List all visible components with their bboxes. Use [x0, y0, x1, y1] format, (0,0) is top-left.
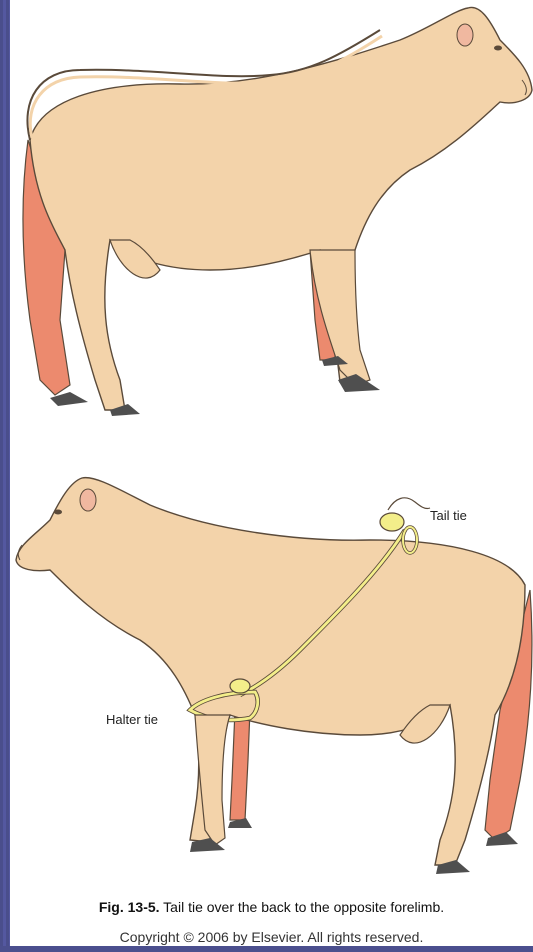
figure-caption: Fig. 13-5. Tail tie over the back to the… — [10, 892, 533, 952]
caption-main: Fig. 13-5. Tail tie over the back to the… — [10, 892, 533, 922]
figure-reference: Fig. 13-5. — [99, 899, 160, 915]
copyright-notice: Copyright © 2006 by Elsevier. All rights… — [10, 922, 533, 952]
caption-text: Tail tie over the back to the opposite f… — [160, 899, 445, 915]
tail-tie-label: Tail tie — [430, 508, 467, 523]
cow-with-tail-tied-to-forelimb-icon — [10, 460, 533, 880]
halter-tie-label: Halter tie — [106, 712, 158, 727]
cow-with-tail-over-back-icon — [10, 0, 533, 430]
figure-panel: Tail tie Halter tie Fig. 13-5. Tail tie … — [10, 0, 533, 946]
